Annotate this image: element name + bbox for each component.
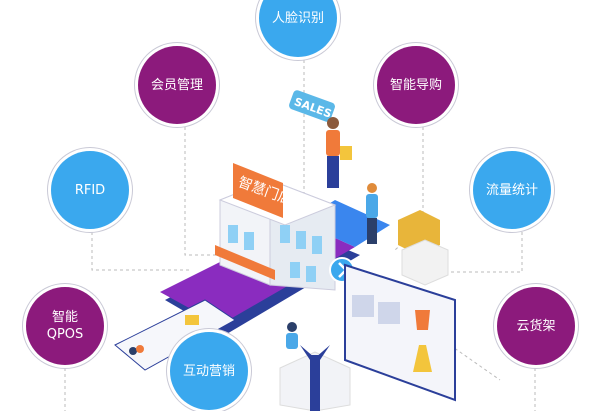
- feature-member-management[interactable]: 会员管理: [138, 46, 216, 124]
- shirt-icon: [415, 310, 430, 330]
- white-box: [401, 239, 449, 286]
- feature-label: 会员管理: [150, 77, 203, 93]
- shopper-woman: [366, 183, 378, 244]
- sales-sign: [289, 90, 335, 122]
- feature-traffic-stats[interactable]: 流量统计: [473, 151, 551, 229]
- card-logo-icon: [129, 347, 137, 355]
- feature-label: 智能导购: [389, 77, 442, 93]
- card-chip: [185, 315, 199, 325]
- shelf-thumb: [378, 302, 400, 324]
- feature-interactive-marketing[interactable]: 互动营销: [170, 332, 248, 410]
- connector-shelf-diag: [449, 344, 501, 381]
- feature-label: 云货架: [516, 318, 556, 334]
- dress-icon: [413, 345, 432, 372]
- shelf-panel: [344, 263, 456, 402]
- feature-smart-qpos[interactable]: 智能 QPOS: [26, 287, 104, 365]
- feature-label: 流量统计: [485, 182, 538, 198]
- shelf-thumb: [352, 295, 374, 317]
- store-windows: [228, 225, 322, 282]
- feature-rfid[interactable]: RFID: [51, 151, 129, 229]
- store-illustration: 智慧门店 SALES: [114, 90, 456, 411]
- card-logo-icon: [136, 345, 144, 353]
- feature-label: 互动营销: [182, 363, 235, 379]
- feature-face-recognition[interactable]: 人脸识别: [259, 0, 337, 57]
- awning: [215, 245, 275, 280]
- feature-label: RFID: [74, 182, 106, 198]
- gift-box: [279, 345, 351, 411]
- bank-card: [114, 299, 236, 371]
- connector-traffic: [440, 232, 523, 273]
- connector-rfid: [91, 232, 190, 271]
- shopper-man: [326, 117, 352, 188]
- feature-cloud-shelf[interactable]: 云货架: [497, 287, 575, 365]
- feature-smart-guide[interactable]: 智能导购: [377, 46, 455, 124]
- feature-label: 智能 QPOS: [46, 310, 84, 342]
- store-sign-board: [233, 163, 283, 218]
- sitting-woman: [286, 322, 298, 349]
- feature-label: 人脸识别: [271, 10, 324, 26]
